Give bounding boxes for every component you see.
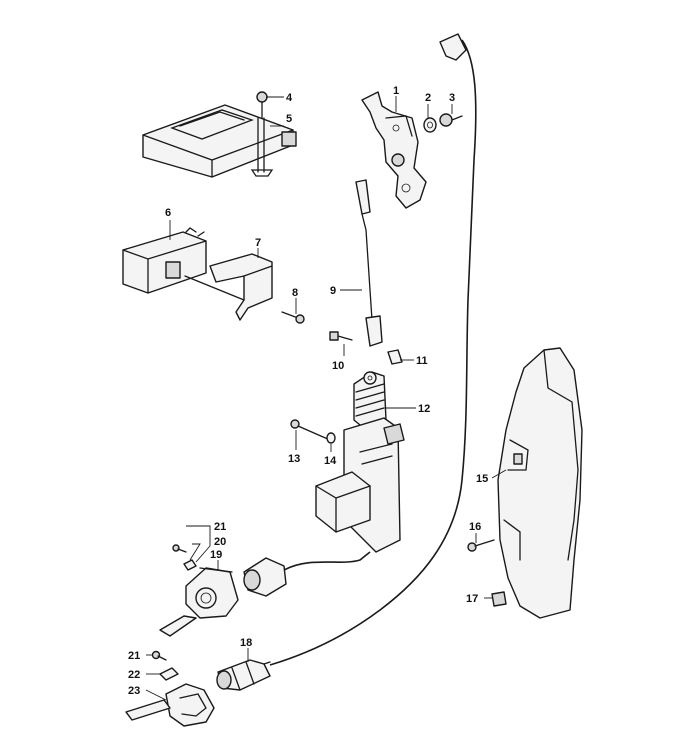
control-unit-part-5 (142, 104, 297, 178)
callout-2: 2 (425, 92, 431, 104)
callout-10: 10 (332, 360, 344, 372)
callout-20: 20 (214, 536, 226, 548)
screw-part-21-lower (151, 650, 167, 661)
leader-lines (145, 96, 507, 701)
release-cable (269, 33, 477, 666)
washer-part-2 (423, 117, 437, 133)
callout-7: 7 (255, 237, 261, 249)
screw-part-8 (281, 311, 305, 324)
callout-21: 21 (214, 521, 226, 533)
screw-part-13 (290, 419, 331, 441)
callout-16: 16 (469, 521, 481, 533)
callout-15: 15 (476, 473, 488, 485)
clip-part-11 (387, 349, 403, 365)
callout-6: 6 (165, 207, 171, 219)
callout-8: 8 (292, 287, 298, 299)
bolt-part-10 (329, 331, 353, 341)
callout-19: 19 (210, 549, 222, 561)
screw-part-21 (172, 544, 187, 553)
callout-5: 5 (286, 113, 292, 125)
relay-module-part-6 (122, 227, 207, 294)
bracket-part-7 (184, 253, 273, 321)
bracket-clamp-part-23 (125, 683, 215, 727)
clip-part-17 (491, 591, 507, 607)
callout-17: 17 (466, 593, 478, 605)
callout-9: 9 (330, 285, 336, 297)
callout-labels: 1 2 3 4 5 6 7 8 9 10 11 12 13 14 15 16 1… (128, 85, 488, 697)
washer-part-14 (326, 432, 336, 444)
lock-cylinder-part-19 (159, 567, 239, 637)
callout-14: 14 (324, 455, 337, 467)
lock-actuator-part-12 (315, 371, 405, 553)
callout-1: 1 (393, 85, 399, 97)
screw-part-16 (467, 539, 495, 552)
screw-part-4 (256, 91, 268, 119)
callout-22: 22 (128, 669, 140, 681)
clip-part-22 (159, 667, 179, 681)
operating-rod-part-9 (355, 179, 383, 347)
door-latch-part-1 (361, 91, 427, 209)
callout-11: 11 (416, 355, 428, 367)
cable-end-part-18 (216, 659, 271, 691)
callout-13: 13 (288, 453, 300, 465)
callout-21-lower: 21 (128, 650, 140, 662)
callout-4: 4 (286, 92, 293, 104)
callout-3: 3 (449, 92, 455, 104)
callout-18: 18 (240, 637, 252, 649)
callout-12: 12 (418, 403, 430, 415)
screw-part-3 (439, 113, 463, 127)
cover-panel-part-15 (497, 347, 583, 619)
actuator-connector (243, 551, 371, 597)
callout-23: 23 (128, 685, 140, 697)
fastener-part-20 (183, 559, 197, 571)
